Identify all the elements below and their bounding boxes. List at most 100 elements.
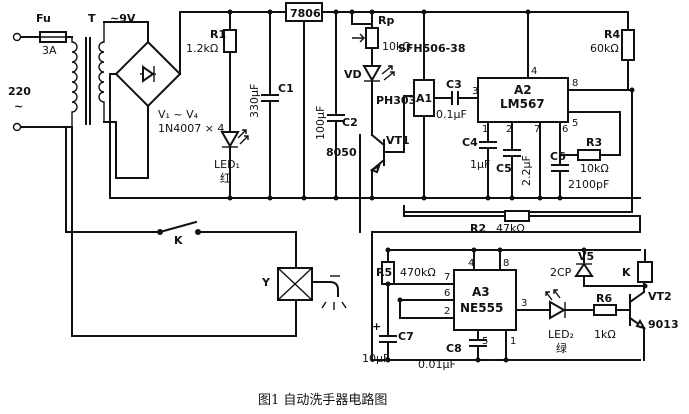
label-c4-val: 1μF xyxy=(470,158,490,171)
pin-a3-2: 2 xyxy=(444,306,450,317)
wire-lower-bus xyxy=(371,231,641,361)
label-v5: V5 xyxy=(578,250,594,263)
pin-a3-7: 7 xyxy=(444,272,450,283)
label-r6-val: 1kΩ xyxy=(594,328,616,341)
label-sec-voltage: ~9V xyxy=(110,12,136,25)
ic-a3-ne555 xyxy=(387,249,641,361)
label-mains-v: 220 xyxy=(8,85,31,98)
label-valve-y: Y xyxy=(261,276,271,289)
label-c7: C7 xyxy=(398,330,414,343)
label-a2-part: LM567 xyxy=(500,97,545,111)
wire-mains-y xyxy=(71,126,297,337)
label-bridge: V₁ ~ V₄ xyxy=(158,108,199,121)
label-c7-val: 10μF xyxy=(362,352,389,365)
label-r3-val: 10kΩ xyxy=(580,162,609,175)
led2 xyxy=(545,289,595,320)
label-vt1: VT1 xyxy=(386,134,410,147)
capacitor-c5 xyxy=(503,149,521,199)
label-c2: C2 xyxy=(342,116,358,129)
ir-led-vd xyxy=(362,65,395,126)
label-r5: R5 xyxy=(376,266,392,279)
label-rp: Rp xyxy=(378,14,394,27)
capacitor-c4 xyxy=(479,141,497,199)
label-vt1-part: 8050 xyxy=(326,146,357,159)
regulator-7806 xyxy=(285,2,323,199)
relay-switch-k xyxy=(157,220,297,269)
resistor-r6 xyxy=(593,304,631,316)
figure-caption: 图1 自动洗手器电路图 xyxy=(258,392,387,408)
label-mains-tilde: ~ xyxy=(14,100,23,113)
wire-sec-bottom xyxy=(103,121,149,179)
pin-a2-1: 1 xyxy=(482,124,488,135)
label-a3-part: NE555 xyxy=(460,301,503,315)
label-c2-val: 100μF xyxy=(314,106,327,140)
capacitor-c7 xyxy=(379,329,397,361)
junction-dots xyxy=(227,9,648,363)
pin-a3-5: 5 xyxy=(482,336,488,347)
label-v5-part: 2CP xyxy=(550,266,572,279)
label-c3-val: 0.1μF xyxy=(436,108,467,121)
label-r4: R4 xyxy=(604,28,620,41)
label-led2: LED₂ xyxy=(548,328,574,341)
pin-a2-6: 6 xyxy=(562,124,568,135)
label-bridge-part: 1N4007 × 4 xyxy=(158,122,224,135)
label-fuse: Fu xyxy=(36,12,51,25)
pin-a2-8: 8 xyxy=(572,78,578,89)
pin-a3-8: 8 xyxy=(503,258,509,269)
label-c8-val: 0.01μF xyxy=(418,358,456,371)
wire-lower-top xyxy=(371,215,641,233)
label-r1: R1 xyxy=(210,28,226,41)
label-rp-val: 10kΩ xyxy=(382,40,411,53)
pin-a2-4: 4 xyxy=(531,66,537,77)
transistor-vt1 xyxy=(369,95,415,199)
wire-mains-k xyxy=(65,126,161,233)
label-led1: LED₁ xyxy=(214,158,240,171)
relay-coil-k xyxy=(637,249,653,283)
pin-a3-3: 3 xyxy=(521,298,527,309)
label-led2-color: 绿 xyxy=(556,341,567,355)
mains-input xyxy=(12,32,67,132)
capacitor-c1 xyxy=(261,11,279,199)
pin-a2-5: 5 xyxy=(572,118,578,129)
label-regulator: 7806 xyxy=(290,7,321,20)
label-vd: VD xyxy=(344,68,362,81)
fuse-fu xyxy=(39,31,73,43)
label-a1: A1 xyxy=(416,92,432,105)
label-r2: R2 xyxy=(470,222,486,235)
ic-a2-lm567 xyxy=(477,11,633,199)
label-plus-c7: + xyxy=(372,320,381,333)
pin-a2-3: 3 xyxy=(472,86,478,97)
bridge-rectifier xyxy=(109,11,301,199)
pin-a3-4: 4 xyxy=(468,258,474,269)
label-c6: C6 xyxy=(550,150,566,163)
label-c6-val: 2100pF xyxy=(568,178,609,191)
label-r3: R3 xyxy=(586,136,602,149)
label-r5-val: 470kΩ xyxy=(400,266,436,279)
label-r6: R6 xyxy=(596,292,612,305)
label-fuse-rating: 3A xyxy=(42,44,57,57)
capacitor-c6 xyxy=(551,154,569,199)
wire-sec-top xyxy=(103,21,149,43)
capacitor-c2 xyxy=(327,11,345,199)
label-a3: A3 xyxy=(472,285,490,299)
label-a2: A2 xyxy=(514,83,532,97)
pin-a3-6: 6 xyxy=(444,288,450,299)
ir-receiver-a1 xyxy=(413,11,453,199)
label-transformer: T xyxy=(88,12,96,25)
transformer-t xyxy=(65,22,105,128)
resistor-r1 xyxy=(223,11,237,133)
label-c3: C3 xyxy=(446,78,462,91)
pin-a2-2: 2 xyxy=(506,124,512,135)
resistor-r5 xyxy=(381,249,395,331)
label-c8: C8 xyxy=(446,342,462,355)
transistor-vt2 xyxy=(628,281,647,361)
solenoid-valve-y xyxy=(277,267,347,310)
label-relay-k: K xyxy=(622,266,631,279)
pin-a2-7: 7 xyxy=(534,124,540,135)
capacitor-c3 xyxy=(451,91,479,105)
resistor-r2 xyxy=(403,205,641,222)
label-vt2-part: 9013 xyxy=(648,318,679,331)
label-c5-val: 2.2μF xyxy=(520,155,533,186)
label-ph303: PH303 xyxy=(376,94,416,107)
